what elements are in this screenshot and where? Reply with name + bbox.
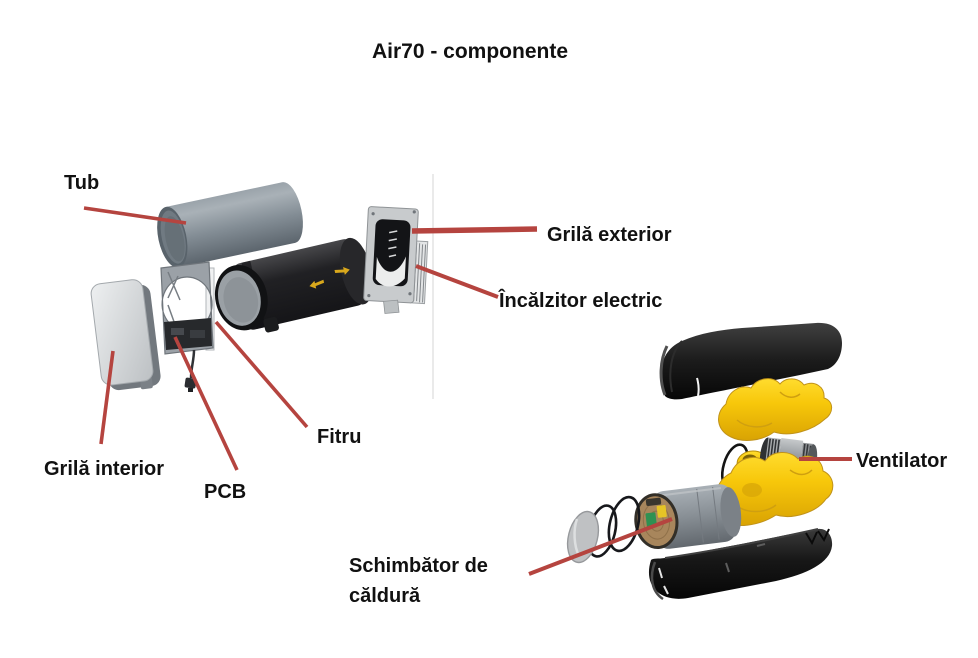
label-schimbator-line1: Schimbător de <box>349 555 488 577</box>
leader-incalzitor <box>415 264 499 299</box>
label-fitru: Fitru <box>317 426 362 448</box>
label-tub: Tub <box>64 172 100 194</box>
label-grila-exterior: Grilă exterior <box>547 224 672 246</box>
top-duct-graphic <box>718 378 833 441</box>
leader-schimbator <box>528 517 673 576</box>
top-shell-graphic <box>659 322 842 400</box>
leader-pcb <box>173 336 239 471</box>
leader-grila-interior <box>99 350 115 445</box>
leader-tub <box>83 206 187 225</box>
label-schimbator-line2: căldură <box>349 585 421 607</box>
heat-exchanger-graphic <box>634 484 742 550</box>
bottom-duct-graphic <box>714 452 834 527</box>
arrow-left-icon <box>309 279 325 289</box>
leader-grila-exterior <box>411 226 538 234</box>
interior-grille-graphic <box>90 279 161 391</box>
label-pcb: PCB <box>204 481 247 503</box>
leader-lines <box>83 206 852 576</box>
bottom-shell-graphic <box>648 528 833 601</box>
label-incalzitor-electric: Încălzitor electric <box>499 290 663 312</box>
label-grila-interior: Grilă interior <box>44 458 165 480</box>
exterior-grille-heater-graphic <box>363 206 429 314</box>
arrow-right-icon <box>334 267 350 275</box>
leader-fitru <box>214 320 309 429</box>
filter-cylinder-graphic <box>214 237 373 333</box>
label-ventilator: Ventilator <box>856 450 948 472</box>
frame-pcb-graphic <box>160 261 215 392</box>
label-schimbator-de-caldura: Schimbător de căldură <box>349 551 488 611</box>
page-title: Air70 - componente <box>371 40 569 63</box>
